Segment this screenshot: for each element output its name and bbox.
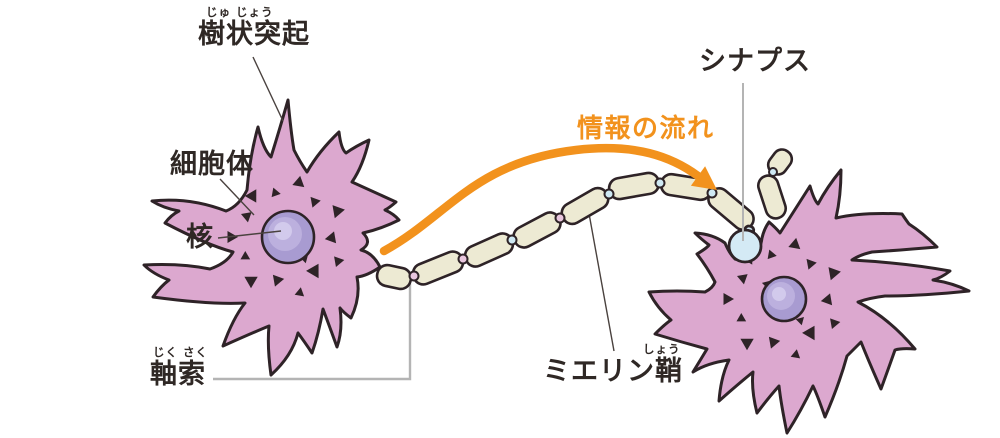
- myelin-leader-line: [585, 196, 615, 352]
- node-of-ranvier: [654, 177, 666, 189]
- myelin-segment: [607, 171, 661, 201]
- node-of-ranvier: [706, 187, 718, 199]
- label-nucleus-text: 核: [186, 222, 214, 253]
- node-of-ranvier: [408, 270, 420, 282]
- label-axon-text: 軸索: [150, 359, 206, 390]
- label-cell-body: 細胞体: [170, 151, 254, 178]
- label-information-flow: 情報の流れ: [577, 116, 715, 142]
- synapse-bulb: [727, 228, 763, 264]
- label-cell-body-text: 細胞体: [170, 149, 254, 180]
- myelin-segment: [560, 186, 610, 226]
- synapse-terminal: [727, 224, 763, 264]
- label-myelin-furigana: しょう: [643, 342, 681, 356]
- myelin-segment: [463, 232, 515, 268]
- axon-leader-line: [213, 284, 412, 381]
- left-nucleus: [260, 209, 316, 265]
- myelin-segment: [411, 250, 465, 286]
- node-of-ranvier: [506, 234, 518, 246]
- label-dendrite-text: 樹状突起: [198, 19, 310, 50]
- right-nucleus: [760, 275, 808, 323]
- label-dendrite: じゅ じょう 樹状突起: [198, 6, 310, 50]
- right-neuron: [647, 168, 971, 435]
- right-neuron-body: [647, 168, 971, 435]
- cell-body-leader-line: [219, 178, 255, 216]
- myelin-segment: [756, 174, 788, 220]
- flow-arrow-icon: [379, 143, 717, 256]
- dendrite-leader-line: [252, 56, 284, 122]
- myelin-segment: [375, 263, 413, 291]
- left-neuron: [142, 98, 401, 377]
- node-of-ranvier: [554, 212, 566, 224]
- label-axon-furigana: じく さく: [153, 345, 209, 359]
- label-axon: じく さく 軸索: [150, 346, 207, 390]
- node-of-ranvier: [457, 253, 469, 265]
- leader-lines: [213, 56, 615, 381]
- label-myelin: しょう ミエリン鞘: [543, 343, 683, 387]
- label-information-flow-text: 情報の流れ: [577, 114, 715, 144]
- node-of-ranvier: [768, 167, 778, 177]
- label-synapse-text: シナプス: [699, 46, 811, 77]
- nucleus-leader-line: [217, 230, 282, 239]
- label-synapse: シナプス: [699, 48, 811, 75]
- label-nucleus: 核: [186, 224, 214, 251]
- second-axon-terminal: [756, 148, 794, 220]
- label-myelin-text: ミエリン鞘: [543, 356, 683, 387]
- node-of-ranvier: [603, 188, 615, 200]
- label-dendrite-furigana: じゅ じょう: [206, 5, 274, 19]
- axon-myelin-chain: [375, 171, 755, 291]
